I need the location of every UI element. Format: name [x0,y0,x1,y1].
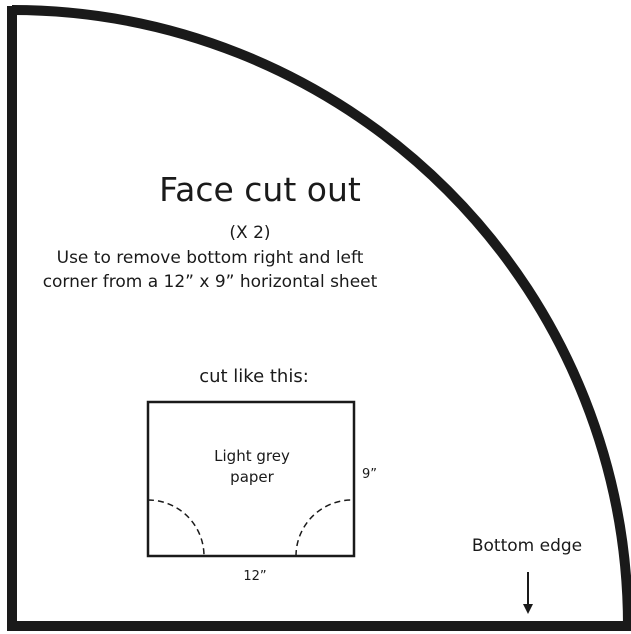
paper-label: Light grey paper [190,446,314,488]
template-title: Face cut out [159,170,361,209]
instructions-line-2: corner from a 12” x 9” horizontal sheet [42,272,378,292]
instructions-text: Use to remove bottom right and left corn… [0,246,420,294]
paper-label-line-1: Light grey [214,447,290,465]
diagram-caption: cut like this: [199,366,309,387]
height-dimension-label: 9” [362,467,378,482]
quantity-label: (X 2) [229,223,271,243]
width-dimension-label: 12” [243,569,267,584]
bottom-edge-label: Bottom edge [471,536,583,556]
paper-label-line-2: paper [230,468,274,486]
quarter-circle-outline [11,5,631,627]
bottom-edge-arrow-icon [523,604,533,614]
right-corner-cut-line [295,499,353,557]
paper-sheet-rectangle [146,400,356,558]
instructions-line-1: Use to remove bottom right and left [56,248,364,268]
left-corner-cut-line [147,499,205,557]
